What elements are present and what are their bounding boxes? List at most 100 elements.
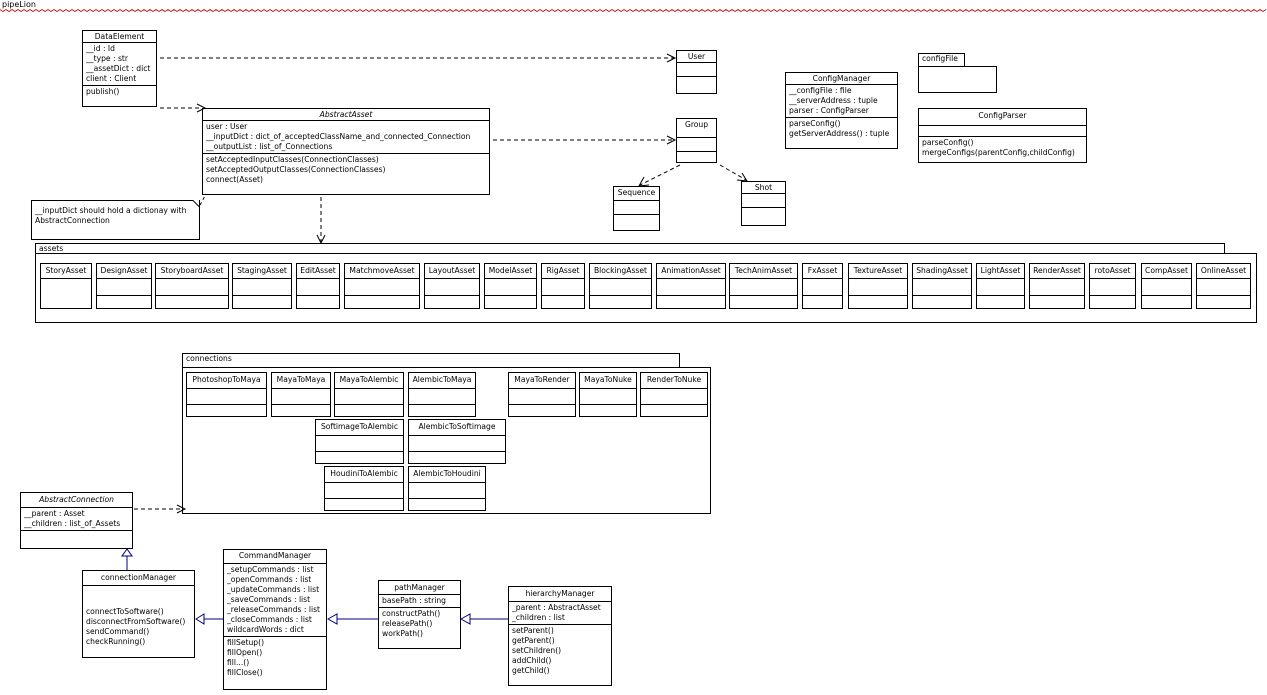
class-alembictosoftimage[interactable]: AlembicToSoftimage bbox=[408, 419, 506, 464]
class-attributes bbox=[1030, 279, 1084, 296]
dependency-edge bbox=[719, 164, 747, 181]
class-textureasset[interactable]: TextureAsset bbox=[848, 263, 908, 309]
note-anchor-edge bbox=[199, 195, 206, 206]
class-name: RenderToNuke bbox=[641, 373, 707, 389]
class-attributes bbox=[677, 137, 716, 152]
class-mayatomaya[interactable]: MayaToMaya bbox=[271, 372, 331, 417]
class-name: BlockingAsset bbox=[590, 264, 651, 279]
class-shadingasset[interactable]: ShadingAsset bbox=[912, 263, 972, 309]
class-attributes bbox=[641, 389, 707, 405]
class-blockingasset[interactable]: BlockingAsset bbox=[589, 263, 652, 309]
class-operations: setParent() getParent() setChildren() ad… bbox=[509, 625, 611, 677]
class-operation: parseConfig() bbox=[789, 119, 841, 128]
class-layoutasset[interactable]: LayoutAsset bbox=[424, 263, 480, 309]
class-attribute: __type : str bbox=[86, 54, 128, 63]
class-houdinitoalembic[interactable]: HoudiniToAlembic bbox=[324, 466, 404, 511]
class-storyboardasset[interactable]: StoryboardAsset bbox=[155, 263, 229, 309]
note-fold-icon bbox=[31, 200, 200, 208]
class-attributes bbox=[425, 279, 479, 296]
class-softimagetoalembic[interactable]: SoftimageToAlembic bbox=[315, 419, 404, 464]
class-matchmoveasset[interactable]: MatchmoveAsset bbox=[344, 263, 420, 309]
class-operation: connectToSoftware() bbox=[86, 607, 164, 616]
class-editasset[interactable]: EditAsset bbox=[296, 263, 340, 309]
class-techanimasset[interactable]: TechAnimAsset bbox=[729, 263, 798, 309]
class-attributes bbox=[97, 279, 151, 296]
class-attributes: __parent : Asset __children : list_of_As… bbox=[21, 508, 132, 531]
class-onlineasset[interactable]: OnlineAsset bbox=[1196, 263, 1251, 309]
class-operation: fillOpen() bbox=[227, 648, 263, 657]
class-attributes bbox=[297, 279, 339, 296]
arrowhead-open bbox=[176, 504, 187, 514]
class-attribute: _openCommands : list bbox=[227, 575, 312, 584]
package-config-file[interactable]: configFile bbox=[918, 53, 997, 93]
class-group[interactable]: Group bbox=[676, 118, 717, 163]
note-input-dict[interactable]: __inputDict should hold a dictionay with… bbox=[31, 200, 200, 240]
class-attributes: _parent : AbstractAsset _children : list bbox=[509, 602, 611, 625]
arrowhead-open bbox=[666, 53, 677, 63]
class-attributes bbox=[657, 279, 725, 296]
class-mayatonuke[interactable]: MayaToNuke bbox=[579, 372, 637, 417]
class-storyasset[interactable]: StoryAsset bbox=[40, 263, 92, 309]
class-name: MayaToMaya bbox=[272, 373, 330, 389]
class-lightasset[interactable]: LightAsset bbox=[976, 263, 1025, 309]
class-path-manager[interactable]: pathManager basePath : string constructP… bbox=[378, 580, 461, 649]
class-photoshoptomaya[interactable]: PhotoshopToMaya bbox=[186, 372, 267, 417]
class-rotoasset[interactable]: rotoAsset bbox=[1089, 263, 1136, 309]
class-stagingasset[interactable]: StagingAsset bbox=[232, 263, 292, 309]
class-attributes: _setupCommands : list _openCommands : li… bbox=[224, 564, 326, 637]
class-operations: publish() bbox=[83, 86, 156, 98]
class-operation: sendCommand() bbox=[86, 627, 150, 636]
class-name: AbstractAsset bbox=[203, 109, 489, 121]
class-name: LightAsset bbox=[977, 264, 1024, 279]
class-name: LayoutAsset bbox=[425, 264, 479, 279]
class-attributes bbox=[409, 389, 475, 405]
class-name: CommandManager bbox=[224, 550, 326, 564]
class-data-element[interactable]: DataElement __id : Id __type : str __ass… bbox=[82, 30, 157, 107]
class-modelasset[interactable]: ModelAsset bbox=[484, 263, 537, 309]
class-abstract-connection[interactable]: AbstractConnection __parent : Asset __ch… bbox=[20, 492, 133, 549]
class-attributes bbox=[590, 279, 651, 296]
class-compasset[interactable]: CompAsset bbox=[1141, 263, 1192, 309]
class-mayatoalembic[interactable]: MayaToAlembic bbox=[334, 372, 404, 417]
class-name: ConfigManager bbox=[786, 73, 897, 85]
class-rendertonuke[interactable]: RenderToNuke bbox=[640, 372, 708, 417]
class-command-manager[interactable]: CommandManager _setupCommands : list _op… bbox=[223, 549, 327, 690]
title-zigzag-border bbox=[0, 9, 1267, 12]
class-sequence[interactable]: Sequence bbox=[613, 186, 660, 231]
class-config-parser[interactable]: ConfigParser parseConfig() mergeConfigs(… bbox=[918, 108, 1087, 163]
class-name: Shot bbox=[754, 183, 773, 192]
class-hierarchy-manager[interactable]: hierarchyManager _parent : AbstractAsset… bbox=[508, 586, 612, 686]
class-operation: fillSetup() bbox=[227, 638, 265, 647]
class-operation: setParent() bbox=[512, 626, 554, 635]
class-connection-manager[interactable]: connectionManager connectToSoftware() di… bbox=[82, 570, 195, 658]
class-config-manager[interactable]: ConfigManager __configFile : file __serv… bbox=[785, 72, 898, 149]
class-mayatorender[interactable]: MayaToRender bbox=[508, 372, 576, 417]
class-name: pathManager bbox=[379, 581, 460, 595]
arrowhead-hollow-triangle bbox=[459, 613, 471, 625]
class-fxasset[interactable]: FxAsset bbox=[802, 263, 843, 309]
class-operation: mergeConfigs(parentConfig,childConfig) bbox=[922, 148, 1075, 157]
class-attributes bbox=[742, 193, 785, 208]
class-attribute: _setupCommands : list bbox=[227, 565, 314, 574]
class-rigasset[interactable]: RigAsset bbox=[541, 263, 585, 309]
class-attribute: __outputList : list_of_Connections bbox=[206, 142, 333, 151]
class-name: AbstractConnection bbox=[21, 493, 132, 508]
class-abstract-asset[interactable]: AbstractAsset user : User __inputDict : … bbox=[202, 108, 490, 195]
note-text: __inputDict should hold a dictionay with… bbox=[35, 206, 187, 225]
class-name: StagingAsset bbox=[233, 264, 291, 279]
class-animationasset[interactable]: AnimationAsset bbox=[656, 263, 726, 309]
class-attributes: basePath : string bbox=[379, 595, 460, 608]
class-renderasset[interactable]: RenderAsset bbox=[1029, 263, 1085, 309]
class-operation: getChild() bbox=[512, 666, 550, 675]
class-name: hierarchyManager bbox=[509, 587, 611, 602]
class-attribute: _updateCommands : list bbox=[227, 585, 320, 594]
class-shot[interactable]: Shot bbox=[741, 181, 786, 226]
class-name: connectionManager bbox=[83, 571, 194, 586]
class-alembictomaya[interactable]: AlembicToMaya bbox=[408, 372, 476, 417]
class-user[interactable]: User bbox=[676, 50, 717, 94]
class-attributes bbox=[509, 389, 575, 405]
class-name: HoudiniToAlembic bbox=[325, 467, 403, 483]
class-alembictohoudini[interactable]: AlembicToHoudini bbox=[408, 466, 486, 511]
class-attribute: _releaseCommands : list bbox=[227, 605, 321, 614]
class-designasset[interactable]: DesignAsset bbox=[96, 263, 152, 309]
